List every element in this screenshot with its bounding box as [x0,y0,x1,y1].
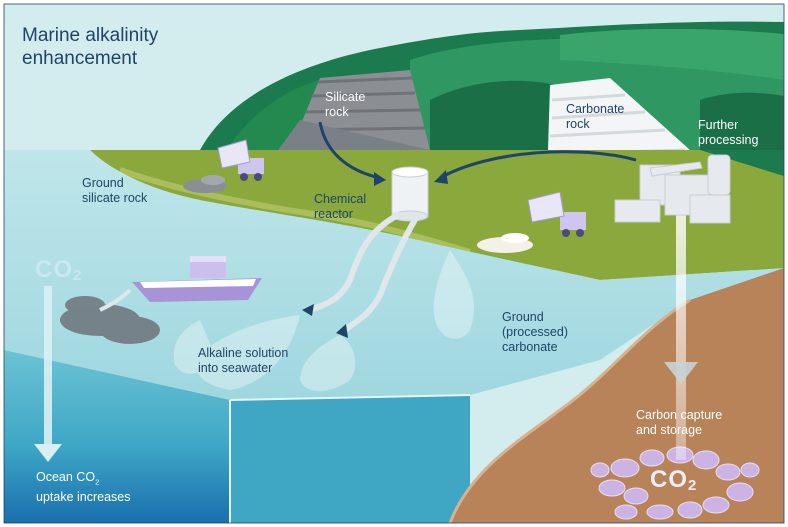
label-further-processing: Further processing [698,118,759,147]
dispersal-boat [132,256,262,302]
silicate-arrowhead [374,172,386,186]
carbonate-pile [477,233,533,253]
label-carbonate-rock: Carbonate rock [566,102,625,131]
sea-surface [4,150,784,400]
reactor-outflow-pipes [307,212,419,333]
silicate-to-reactor-arrow [318,121,381,180]
boat-spray-gravel [60,296,160,344]
silicate-gravel-pile [183,175,227,193]
co2-ocean-label: CO2 [35,256,83,284]
diagram-frame [3,3,785,524]
carbon-capture-pipe [676,205,686,460]
alkaline-plumes [173,250,474,392]
label-carbon-capture-storage: Carbon capture and storage [636,408,723,437]
ocean-co2-arrow-head [34,444,62,462]
carbonate-to-reactor-arrow [439,150,637,180]
pipe-arrow-1 [302,304,314,316]
co2-storage-rocks [590,446,760,520]
label-ground-silicate-rock: Ground silicate rock [82,176,148,205]
boat-spray-pipe [99,288,132,312]
label-chemical-reactor: Chemical reactor [314,192,367,221]
capture-arrow-head [664,362,698,384]
ocean-column-left [4,350,230,523]
carbonate-arrowhead [434,170,448,184]
shoreline [118,167,471,255]
label-silicate-rock: Silicate rock [325,90,366,119]
chemical-reactor-tank [391,166,429,222]
pipe-arrow-2 [336,324,348,338]
co2-storage-label: CO2 [650,466,698,494]
ocean-edge-line [229,394,471,401]
diagram-title: Marine alkalinity enhancement [22,25,159,69]
ocean-co2-arrow-shaft [44,286,52,446]
truck-carbonate [527,191,586,237]
label-ground-processed-carbonate: Ground (processed) carbonate [502,310,568,354]
processing-plant [614,154,731,224]
truck-silicate [217,139,264,181]
seabed-edge [448,298,691,524]
land-plateau [90,150,784,280]
ocean-column-mid [230,395,470,523]
label-alkaline-solution: Alkaline solution into seawater [198,346,289,375]
